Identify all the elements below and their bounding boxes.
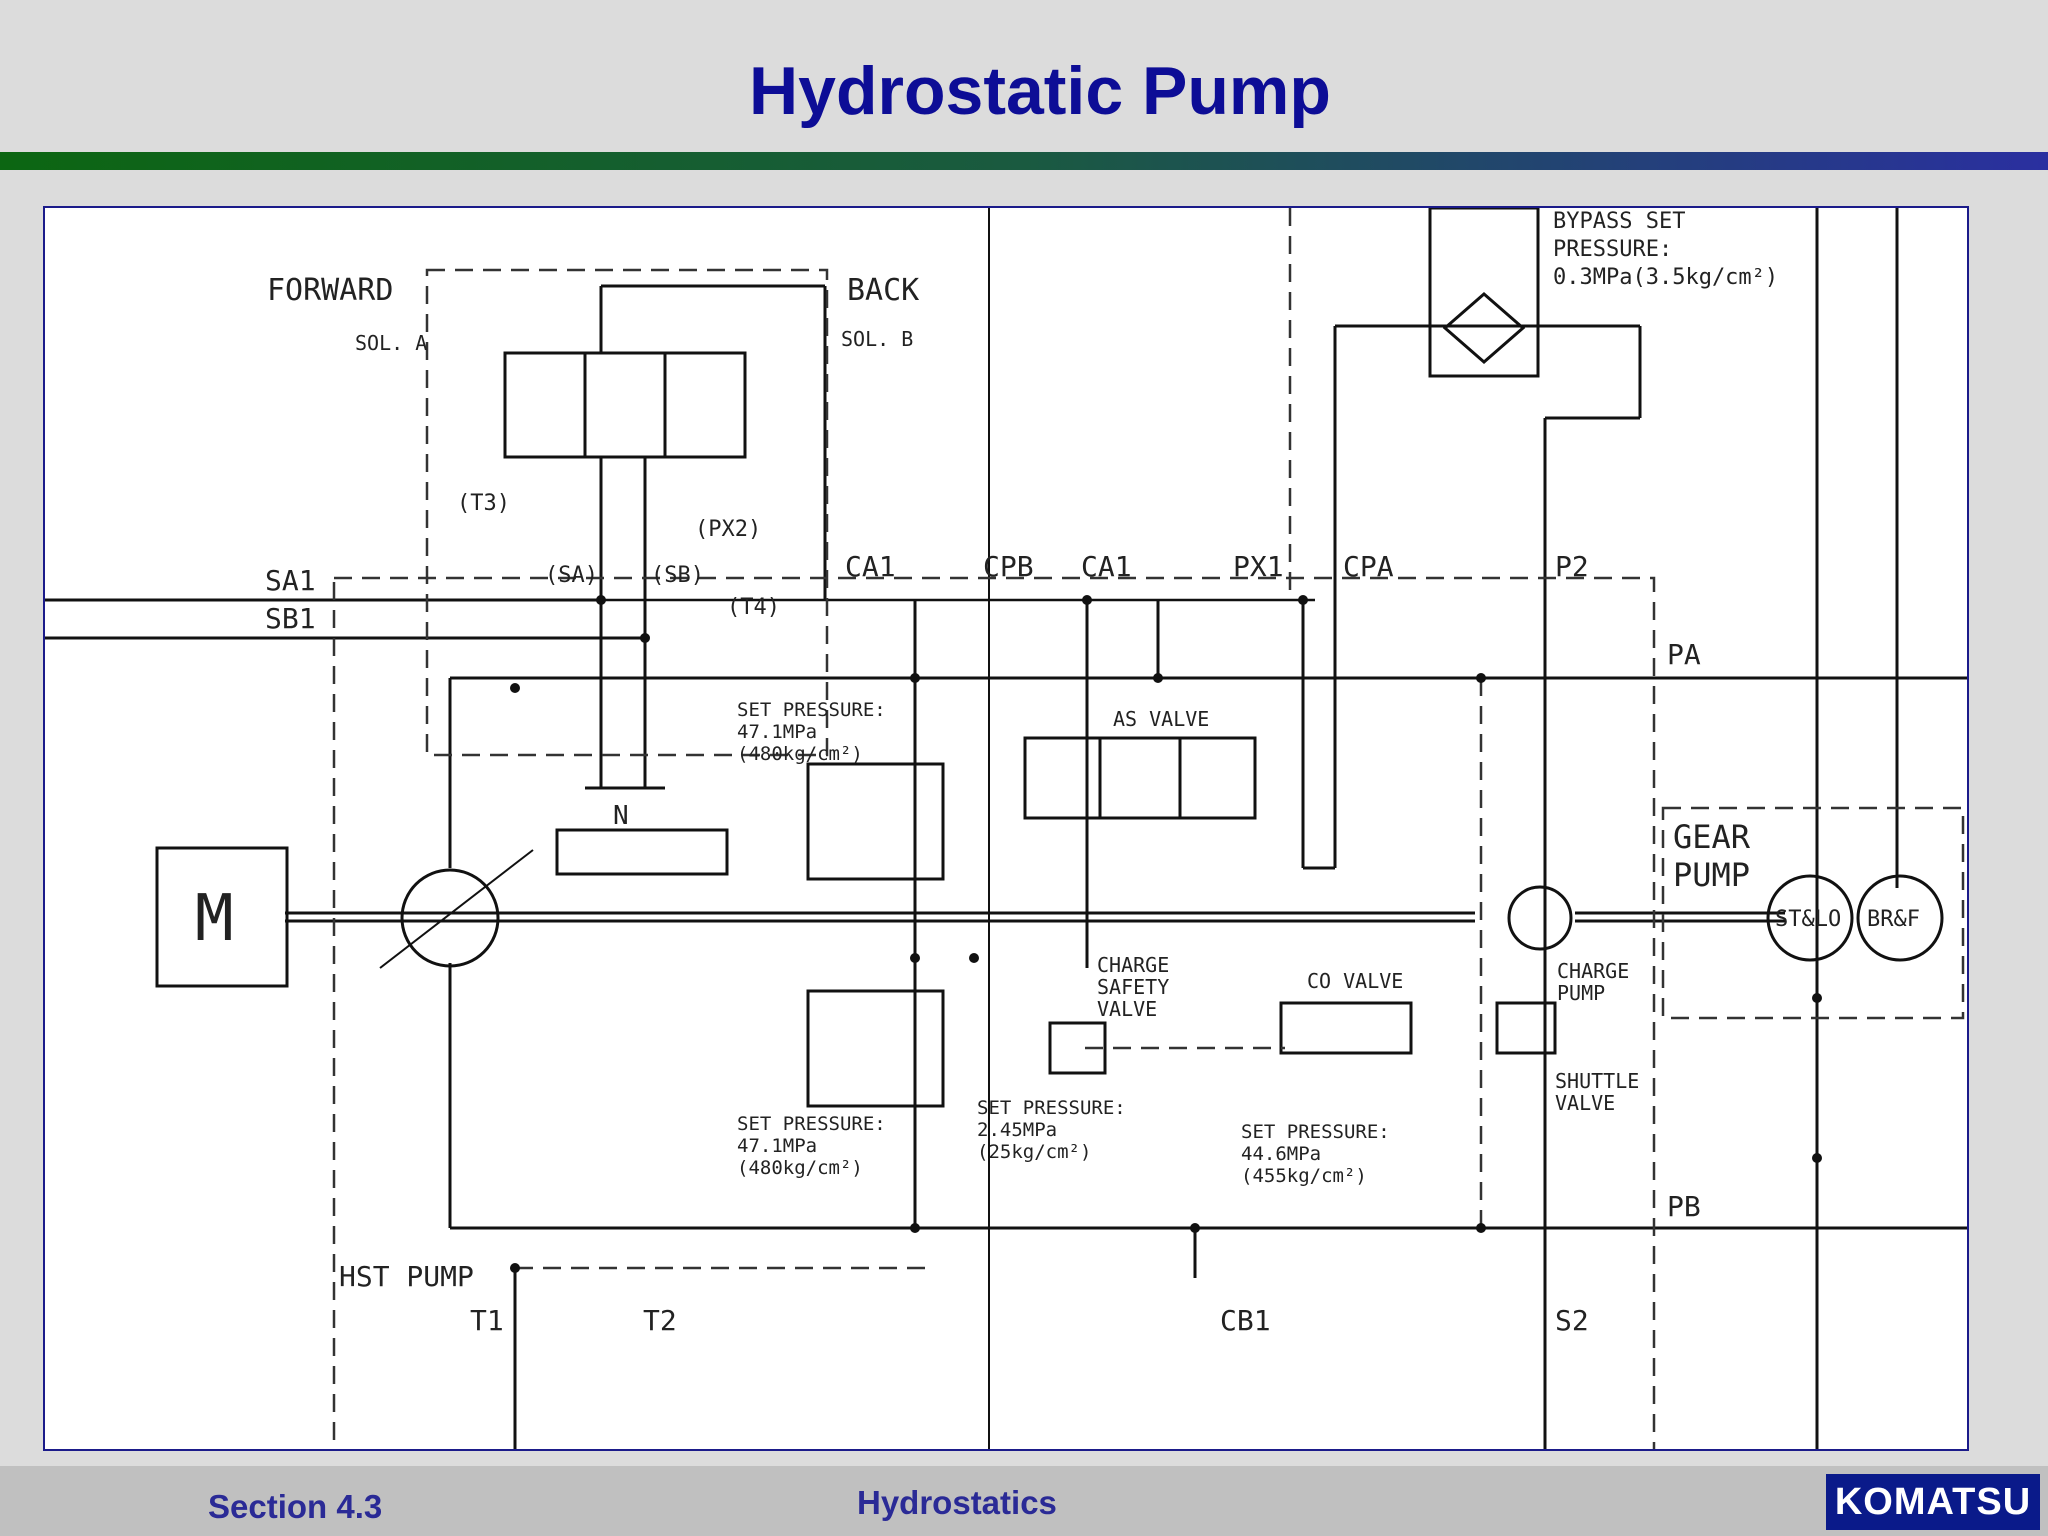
title-divider bbox=[0, 152, 2048, 170]
label-pb: PB bbox=[1667, 1190, 1701, 1223]
label-bypass-2: PRESSURE: bbox=[1553, 237, 1672, 262]
footer-topic: Hydrostatics bbox=[857, 1484, 1057, 1521]
label-t2: T2 bbox=[643, 1304, 677, 1337]
label-set-top-1: SET PRESSURE: bbox=[737, 699, 886, 721]
label-co-valve: CO VALVE bbox=[1307, 969, 1403, 993]
label-st-lo: ST&LO bbox=[1775, 907, 1841, 932]
label-pa: PA bbox=[1667, 638, 1701, 671]
label-set-bl-2: 47.1MPa bbox=[737, 1135, 817, 1157]
label-cb1: CB1 bbox=[1220, 1304, 1271, 1337]
label-bypass-3: 0.3MPa(3.5kg/cm²) bbox=[1553, 265, 1778, 290]
label-set-co-2: 44.6MPa bbox=[1241, 1143, 1321, 1165]
label-t3: (T3) bbox=[457, 491, 510, 516]
label-ca1-a: CA1 bbox=[845, 550, 896, 583]
label-p2: P2 bbox=[1555, 550, 1589, 583]
label-charge-safety-1: CHARGE bbox=[1097, 953, 1169, 977]
slide-footer: Section 4.3 Hydrostatics KOMATSU bbox=[0, 1466, 2048, 1536]
label-t4: (T4) bbox=[727, 595, 780, 620]
label-set-co-3: (455kg/cm²) bbox=[1241, 1165, 1367, 1187]
label-set-co-1: SET PRESSURE: bbox=[1241, 1121, 1390, 1143]
label-forward: FORWARD bbox=[267, 273, 393, 308]
label-sa1: SA1 bbox=[265, 564, 316, 597]
slide-title: Hydrostatic Pump bbox=[749, 53, 1331, 129]
label-s2: S2 bbox=[1555, 1304, 1589, 1337]
label-t1: T1 bbox=[470, 1304, 504, 1337]
label-set-bl-3: (480kg/cm²) bbox=[737, 1157, 863, 1179]
label-px1: PX1 bbox=[1233, 550, 1284, 583]
label-shuttle-1: SHUTTLE bbox=[1555, 1069, 1639, 1093]
label-charge-safety-3: VALVE bbox=[1097, 997, 1157, 1021]
hydraulic-schematic: FORWARD BACK SOL. A SOL. B (T3) (SA) (SB… bbox=[43, 206, 1969, 1451]
label-set-top-2: 47.1MPa bbox=[737, 721, 817, 743]
label-bypass-1: BYPASS SET bbox=[1553, 209, 1685, 234]
label-charge-pump-1: CHARGE bbox=[1557, 959, 1629, 983]
label-gear-pump-2: PUMP bbox=[1673, 856, 1750, 894]
footer-section: Section 4.3 bbox=[208, 1488, 383, 1525]
label-n: N bbox=[613, 801, 629, 831]
label-set-mid-1: SET PRESSURE: bbox=[977, 1097, 1126, 1119]
label-cpa: CPA bbox=[1343, 550, 1394, 583]
label-sb1: SB1 bbox=[265, 602, 316, 635]
label-cpb: CPB bbox=[983, 550, 1034, 583]
label-m: M bbox=[195, 882, 234, 956]
label-as-valve: AS VALVE bbox=[1113, 707, 1209, 731]
label-shuttle-2: VALVE bbox=[1555, 1091, 1615, 1115]
label-ca1-b: CA1 bbox=[1081, 550, 1132, 583]
label-set-top-3: (480kg/cm²) bbox=[737, 743, 863, 765]
label-back: BACK bbox=[847, 273, 919, 308]
label-set-mid-3: (25kg/cm²) bbox=[977, 1141, 1091, 1163]
label-sol-b: SOL. B bbox=[841, 327, 913, 351]
label-charge-safety-2: SAFETY bbox=[1097, 975, 1169, 999]
label-set-mid-2: 2.45MPa bbox=[977, 1119, 1057, 1141]
label-sol-a: SOL. A bbox=[355, 331, 427, 355]
label-gear-pump-1: GEAR bbox=[1673, 818, 1751, 856]
label-br-f: BR&F bbox=[1867, 907, 1920, 932]
label-hst-pump: HST PUMP bbox=[339, 1260, 474, 1293]
label-px2: (PX2) bbox=[695, 517, 761, 542]
label-set-bl-1: SET PRESSURE: bbox=[737, 1113, 886, 1135]
label-sa: (SA) bbox=[545, 563, 598, 588]
label-charge-pump-2: PUMP bbox=[1557, 981, 1605, 1005]
company-logo: KOMATSU bbox=[1826, 1474, 2040, 1530]
schematic-svg: FORWARD BACK SOL. A SOL. B (T3) (SA) (SB… bbox=[45, 208, 1967, 1449]
label-sb: (SB) bbox=[651, 563, 704, 588]
